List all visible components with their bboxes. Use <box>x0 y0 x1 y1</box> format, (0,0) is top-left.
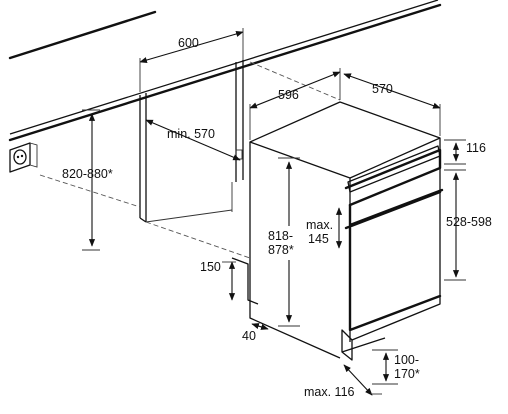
niche-height-label: 820-880* <box>62 167 113 181</box>
dishwasher-door <box>341 148 444 361</box>
appliance-width-label: 596 <box>278 88 299 102</box>
top-panel-dimension: 116 <box>444 139 486 165</box>
plinth-height-label: 150 <box>200 260 221 274</box>
power-socket-icon <box>9 142 38 173</box>
appliance-height-label-line1: 818- <box>268 229 293 243</box>
max-depth-bottom-label: max. 116 <box>304 385 355 399</box>
plinth: 150 40 <box>200 257 269 343</box>
foot-height-label-line1: 100- <box>394 353 419 367</box>
appliance-height-label-line2: 878* <box>268 243 294 257</box>
plinth-depth-label: 40 <box>242 329 256 343</box>
appliance-width-dimension: 596 <box>249 68 341 140</box>
appliance-depth-dimension: 570 <box>343 73 441 136</box>
min-depth-label: min. 570 <box>167 127 215 141</box>
min-depth-dimension: min. 570 <box>145 119 241 161</box>
front-panel-height-dimension: 528-598 <box>444 169 492 281</box>
worktop <box>8 0 442 142</box>
door-offset-dimension: max. 145 <box>304 207 343 249</box>
niche-height-dimension: 820-880* <box>62 109 113 251</box>
foot-height-dimension: 100- 170* <box>372 349 420 385</box>
front-panel-height-label: 528-598 <box>446 215 492 229</box>
niche-left-side <box>139 93 233 223</box>
cabinet-width-dimension: 600 <box>139 28 244 92</box>
niche-right-side <box>231 60 244 212</box>
door-offset-label-line2: 145 <box>308 232 329 246</box>
appliance-depth-label: 570 <box>372 82 393 96</box>
appliance-height-dimension: 818- 878* <box>264 157 300 327</box>
foot-height-label-line2: 170* <box>394 367 420 381</box>
max-depth-bottom-dimension: max. 116 <box>304 364 382 399</box>
cabinet-width-label: 600 <box>178 36 199 50</box>
door-offset-label-line1: max. <box>306 218 333 232</box>
top-panel-label: 116 <box>466 141 486 155</box>
